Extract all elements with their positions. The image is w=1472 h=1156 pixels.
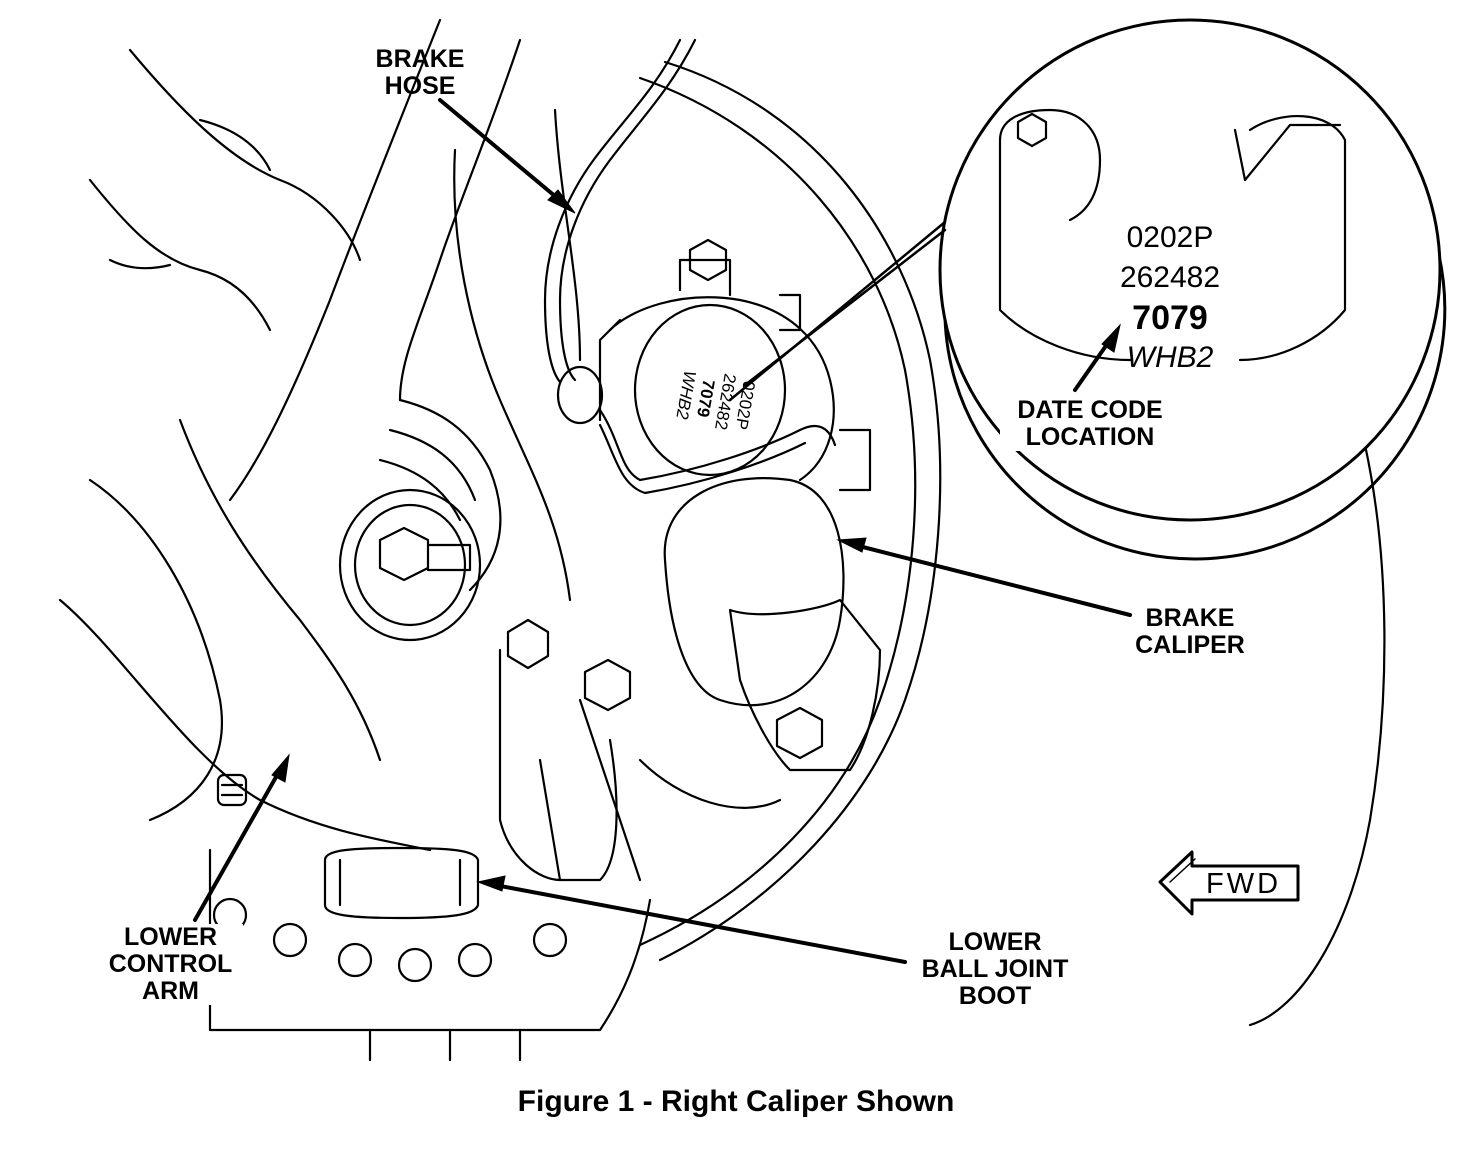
caliper-body <box>598 258 882 772</box>
brake-hose-label-line1: BRAKE <box>375 45 465 73</box>
fwd-label: FWD <box>1206 868 1282 900</box>
lower-ball-joint-boot-label-line2: BALL JOINT <box>921 955 1069 983</box>
cv-boot <box>338 398 502 642</box>
inset-code-line1: 0202P <box>1126 221 1214 254</box>
lower-ball-joint-boot-label-line3: BOOT <box>958 982 1032 1010</box>
lower-ball-joint-boot-shape <box>323 846 480 920</box>
lower-control-arm-label-line1: LOWER <box>123 923 218 951</box>
lower-control-arm-label: LOWER CONTROL ARM <box>98 924 243 1005</box>
brake-caliper-label-line2: CALIPER <box>1135 631 1245 659</box>
brake-caliper-label: BRAKE CALIPER <box>1120 605 1260 659</box>
figure-caption: Figure 1 - Right Caliper Shown <box>517 1085 955 1118</box>
date-code-location-label: DATE CODE LOCATION <box>1000 397 1180 451</box>
lower-control-arm-label-line2: CONTROL <box>108 950 233 978</box>
leader-lines <box>193 98 1132 999</box>
inset-code-line4: WHB2 <box>1126 341 1214 374</box>
knuckle-lower-arm <box>498 648 782 882</box>
lower-control-arm-plate <box>208 848 652 1062</box>
date-code-location-label-line1: DATE CODE <box>1017 396 1163 424</box>
fwd-arrow <box>1158 850 1300 916</box>
brake-hose-label-line2: HOSE <box>384 72 456 100</box>
grease-fitting <box>216 773 248 807</box>
brake-caliper-label-line1: BRAKE <box>1145 604 1235 632</box>
upper-body-panel <box>88 48 362 332</box>
steering-knuckle <box>58 18 582 852</box>
lower-ball-joint-boot-label-line1: LOWER <box>948 928 1042 956</box>
lower-ball-joint-boot-label: LOWER BALL JOINT BOOT <box>900 929 1090 1010</box>
inset-code-line2: 262482 <box>1119 261 1221 294</box>
brake-rotor <box>638 60 1386 1027</box>
inset-code-line3: 7079 <box>1132 299 1208 337</box>
caliper-bolts <box>378 238 824 760</box>
inset-code-block: 0202P 262482 7079 WHB2 <box>1090 218 1250 378</box>
inset-magnifier <box>938 18 1447 561</box>
brake-hose-label: BRAKE HOSE <box>350 46 490 100</box>
date-code-location-label-line2: LOCATION <box>1025 423 1155 451</box>
lower-control-arm-label-line3: ARM <box>142 977 199 1005</box>
